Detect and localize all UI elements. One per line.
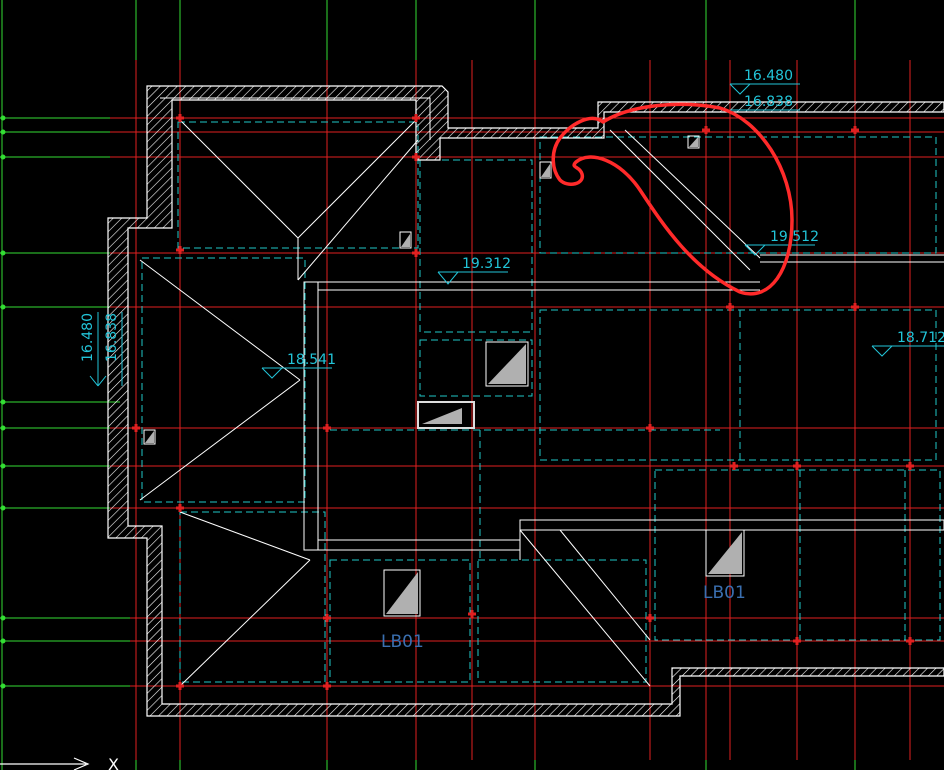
interior-outlines (303, 254, 944, 560)
axis-indicator: X (0, 755, 119, 770)
slab-label-right: LB01 (703, 583, 746, 603)
elevation-label-right-slope: 18.712 (897, 330, 944, 346)
axis-x-label: X (108, 755, 119, 770)
green-grid-horizontal (0, 117, 170, 687)
markup-circle (551, 102, 794, 296)
elevation-label-left-1: 16.480 (80, 313, 96, 362)
elevation-label-top-1: 16.480 (744, 68, 793, 84)
opening-symbols (143, 135, 745, 617)
columns (132, 114, 914, 690)
elevation-label-top-2: 16.838 (744, 94, 793, 110)
elevation-markers (89, 83, 944, 387)
elevation-label-ridge-right: 19.512 (770, 229, 819, 245)
grid-ticks (0, 115, 6, 689)
cyan-beam-lines (141, 121, 941, 683)
exterior-walls (107, 85, 944, 717)
red-axis-lines (110, 60, 944, 760)
elevation-label-left-slope: 18.541 (287, 352, 336, 368)
slab-label-bottom: LB01 (381, 632, 424, 652)
elevation-label-left-2: 16.838 (104, 313, 120, 362)
roof-hip-lines (139, 117, 761, 687)
elevation-label-ridge-mid: 19.312 (462, 256, 511, 272)
